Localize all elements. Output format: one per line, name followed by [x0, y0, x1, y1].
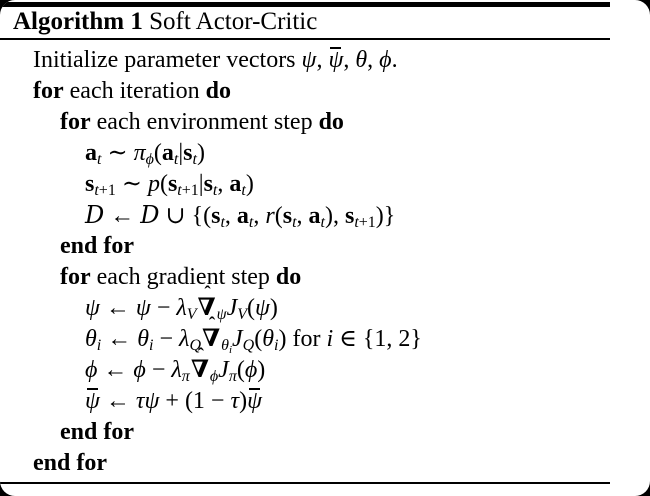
algo-line: for each iteration do [33, 78, 231, 104]
algo-line: D ← D ∪ {(st, at, r(st, at), st+1)} [85, 201, 396, 231]
algo-line: end for [60, 233, 134, 259]
algo-line: for each environment step do [60, 109, 344, 135]
algo-line: end for [33, 450, 107, 476]
top-rule [0, 2, 610, 7]
algorithm-title: Algorithm 1 Soft Actor-Critic [13, 8, 317, 36]
algo-line: st+1 ∼ p(st+1|st, at) [85, 171, 254, 199]
algo-line: end for [60, 419, 134, 445]
algorithm-label: Algorithm 1 [13, 8, 143, 35]
bottom-rule [0, 482, 610, 484]
algo-line: ψ ← τψ + (1 − τ)ψ [0, 386, 650, 417]
title-separator-rule [0, 38, 610, 40]
algo-line: for each gradient step do [60, 264, 302, 290]
algo-line: Initialize parameter vectors ψ, ψ, θ, ϕ. [0, 45, 650, 76]
algo-line: at ∼ πϕ(at|st) [85, 140, 205, 168]
algorithm-body: Initialize parameter vectors ψ, ψ, θ, ϕ.… [0, 45, 650, 479]
algorithm-name: Soft Actor-Critic [142, 8, 318, 35]
